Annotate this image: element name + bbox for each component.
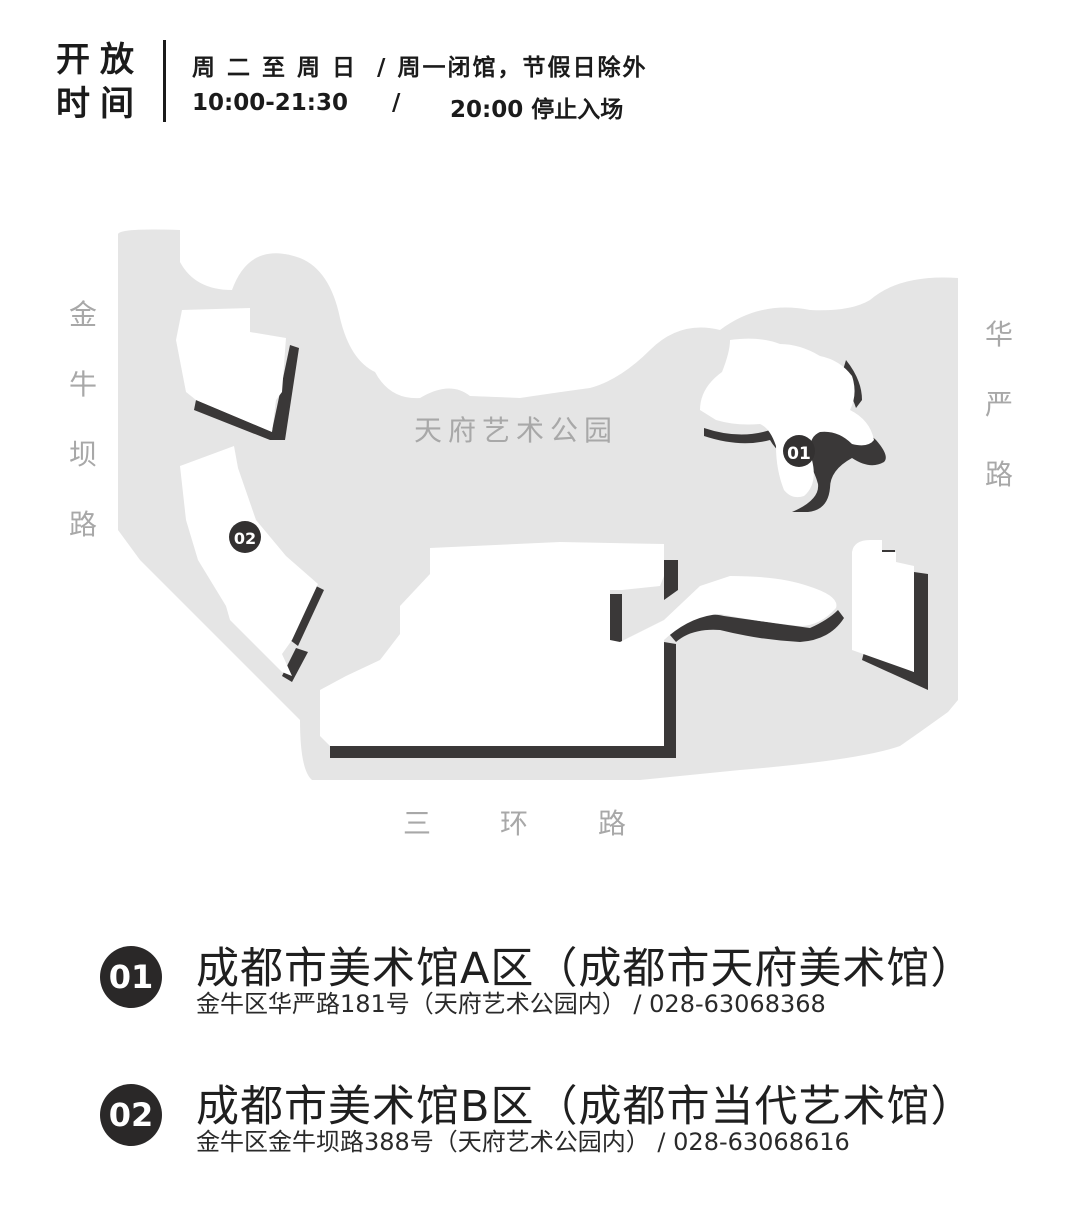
header-divider (163, 40, 166, 122)
street-west: 金牛坝路 (68, 280, 98, 560)
museum-01-address: 金牛区华严路181号（天府艺术公园内） / 028-63068368 (196, 990, 826, 1018)
marker-01-label: 01 (787, 444, 811, 464)
building-main (320, 542, 844, 758)
building-upper-west (176, 308, 299, 440)
marker-01[interactable]: 01 (783, 435, 815, 467)
opening-hours-title: 开放 时间 (56, 38, 144, 126)
opening-days: 周 二 至 周 日 / 周一闭馆，节假日除外 (192, 55, 648, 81)
museum-01-badge: 01 (100, 946, 162, 1008)
marker-02[interactable]: 02 (229, 521, 261, 553)
building-01 (700, 338, 886, 512)
last-entry: 20:00 停止入场 (450, 97, 624, 123)
museum-02-badge: 02 (100, 1084, 162, 1146)
building-east (852, 540, 928, 690)
street-east-label: 华严路 (984, 318, 1013, 491)
museum-02-name: 成都市美术馆B区（成都市当代艺术馆） (196, 1082, 975, 1132)
title-line-1: 开放 (56, 40, 144, 80)
hours-separator: / (392, 90, 401, 116)
street-south-char-1: 三 (403, 807, 432, 840)
street-south-char-3: 路 (598, 807, 627, 840)
marker-02-label: 02 (234, 529, 256, 548)
title-line-2: 时间 (56, 84, 144, 124)
street-east: 华严路 (984, 300, 1014, 510)
street-south-char-2: 环 (500, 807, 529, 840)
museum-02-address: 金牛区金牛坝路388号（天府艺术公园内） / 028-63068616 (196, 1128, 850, 1156)
building-02 (180, 446, 324, 682)
museum-01-name: 成都市美术馆A区（成都市天府美术馆） (196, 944, 975, 994)
park-label: 天府艺术公园 (414, 414, 618, 447)
street-west-label: 金牛坝路 (68, 298, 97, 541)
opening-hours-row: 10:00-21:30 / 20:00 停止入场 (192, 90, 623, 194)
opening-hours: 10:00-21:30 (192, 90, 348, 116)
